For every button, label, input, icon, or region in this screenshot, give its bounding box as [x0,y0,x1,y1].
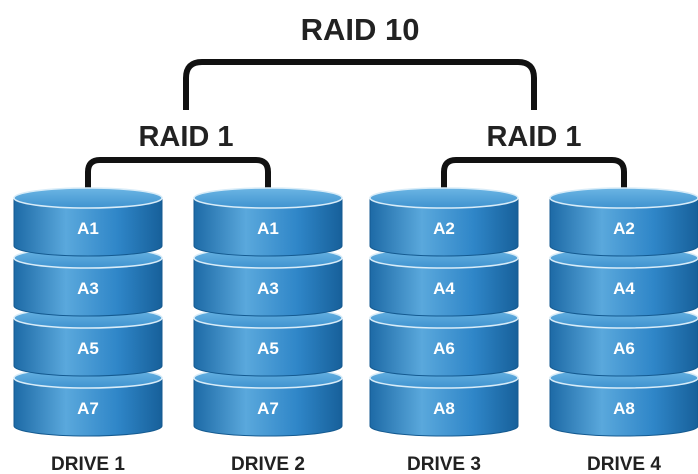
disk-block: A1 [13,187,163,257]
disk-block: A2 [369,187,519,257]
disk-block-top [549,187,698,209]
disk-block: A1 [193,187,343,257]
disk-block-top [369,187,519,209]
disk-block: A4 [549,247,698,317]
disk-block: A5 [193,307,343,377]
disk-block-body [193,197,343,257]
disk-block: A7 [193,367,343,437]
disk-block-label: A2 [613,219,635,238]
disk-block-body [13,197,163,257]
raid10-connector [183,59,537,110]
disk-block-body [369,257,519,317]
disk-block: A7 [13,367,163,437]
disk-block-label: A4 [433,279,455,298]
drive-label: DRIVE 4 [587,454,661,474]
disk-block-label: A7 [77,399,99,418]
disk-block-label: A3 [77,279,99,298]
disk-block-label: A6 [613,339,635,358]
disk-block-body [369,317,519,377]
disk-block-label: A8 [613,399,635,418]
disk-block: A6 [369,307,519,377]
disk-block-body [13,317,163,377]
drive-label: DRIVE 3 [407,454,481,474]
disk-block-top [193,187,343,209]
disk-block-label: A4 [613,279,635,298]
disk-block: A3 [13,247,163,317]
raid1-label-left: RAID 1 [138,121,233,153]
disk-block-label: A5 [77,339,99,358]
disk-block-label: A7 [257,399,279,418]
raid1-left-connector [85,157,271,198]
raid1-label-right: RAID 1 [486,121,581,153]
disk-block-body [549,377,698,437]
disk-block-label: A8 [433,399,455,418]
disk-block-body [549,317,698,377]
disk-block-body [369,197,519,257]
disk-block-label: A6 [433,339,455,358]
disk-block: A8 [549,367,698,437]
disk-block: A3 [193,247,343,317]
disk-block: A4 [369,247,519,317]
raid1-right-connector [441,157,627,198]
disk-block-body [193,377,343,437]
disk-block-body [193,257,343,317]
disk-block: A6 [549,307,698,377]
disk-block-body [369,377,519,437]
disk-block: A5 [13,307,163,377]
disk-block-label: A1 [77,219,99,238]
disk-block-label: A1 [257,219,279,238]
disk-block-body [549,257,698,317]
drive-label: DRIVE 1 [51,454,125,474]
disk-block-top [13,187,163,209]
disk-block-body [13,377,163,437]
disk-block-label: A5 [257,339,279,358]
disk-block-label: A3 [257,279,279,298]
disk-block: A8 [369,367,519,437]
disk-block-body [13,257,163,317]
disk-block: A2 [549,187,698,257]
disk-block-body [549,197,698,257]
disk-block-label: A2 [433,219,455,238]
disk-block-body [193,317,343,377]
drive-label: DRIVE 2 [231,454,305,474]
raid10-label: RAID 10 [301,12,420,47]
